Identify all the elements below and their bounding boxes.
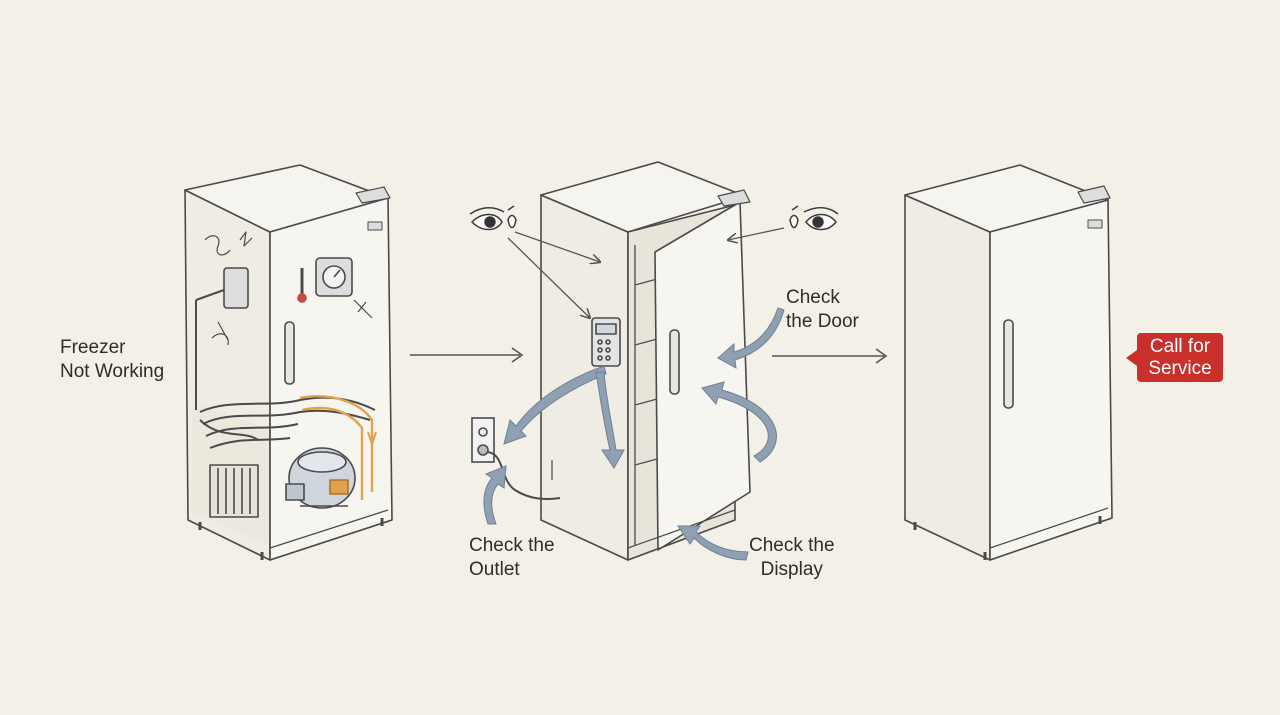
check-display-label-line-2: Display <box>760 559 823 580</box>
problem-label-line-1: Freezer <box>60 337 126 358</box>
check-door-label: Check the Door <box>786 286 859 334</box>
eye-icon <box>469 205 517 231</box>
problem-label-line-2: Not Working <box>60 361 165 382</box>
eye-icon <box>789 205 839 231</box>
call-for-service-badge: Call for Service <box>1126 333 1223 382</box>
check-flow-arrows <box>483 307 785 561</box>
check-outlet-label-line-1: Check the <box>469 535 555 556</box>
check-outlet-label: Check the Outlet <box>469 534 555 582</box>
check-display-label: Check the Display <box>749 534 835 582</box>
call-for-service-line-1: Call for <box>1149 335 1211 357</box>
freezer-inspection <box>540 161 751 561</box>
problem-label: Freezer Not Working <box>60 336 164 384</box>
compressor-icon <box>285 447 356 509</box>
freezer-cutaway <box>184 164 393 561</box>
freezer-closed <box>904 164 1113 561</box>
check-door-label-line-1: Check <box>786 287 840 308</box>
check-outlet-label-line-2: Outlet <box>469 559 520 580</box>
call-for-service-line-2: Service <box>1148 357 1212 379</box>
control-panel-icon <box>591 317 621 367</box>
check-display-label-line-1: Check the <box>749 535 835 556</box>
thermometer-icon <box>297 268 307 303</box>
check-door-label-line-2: the Door <box>786 311 859 332</box>
wall-outlet-icon <box>471 417 561 500</box>
step-arrows <box>410 347 888 364</box>
thermostat-dial-icon <box>315 257 353 297</box>
